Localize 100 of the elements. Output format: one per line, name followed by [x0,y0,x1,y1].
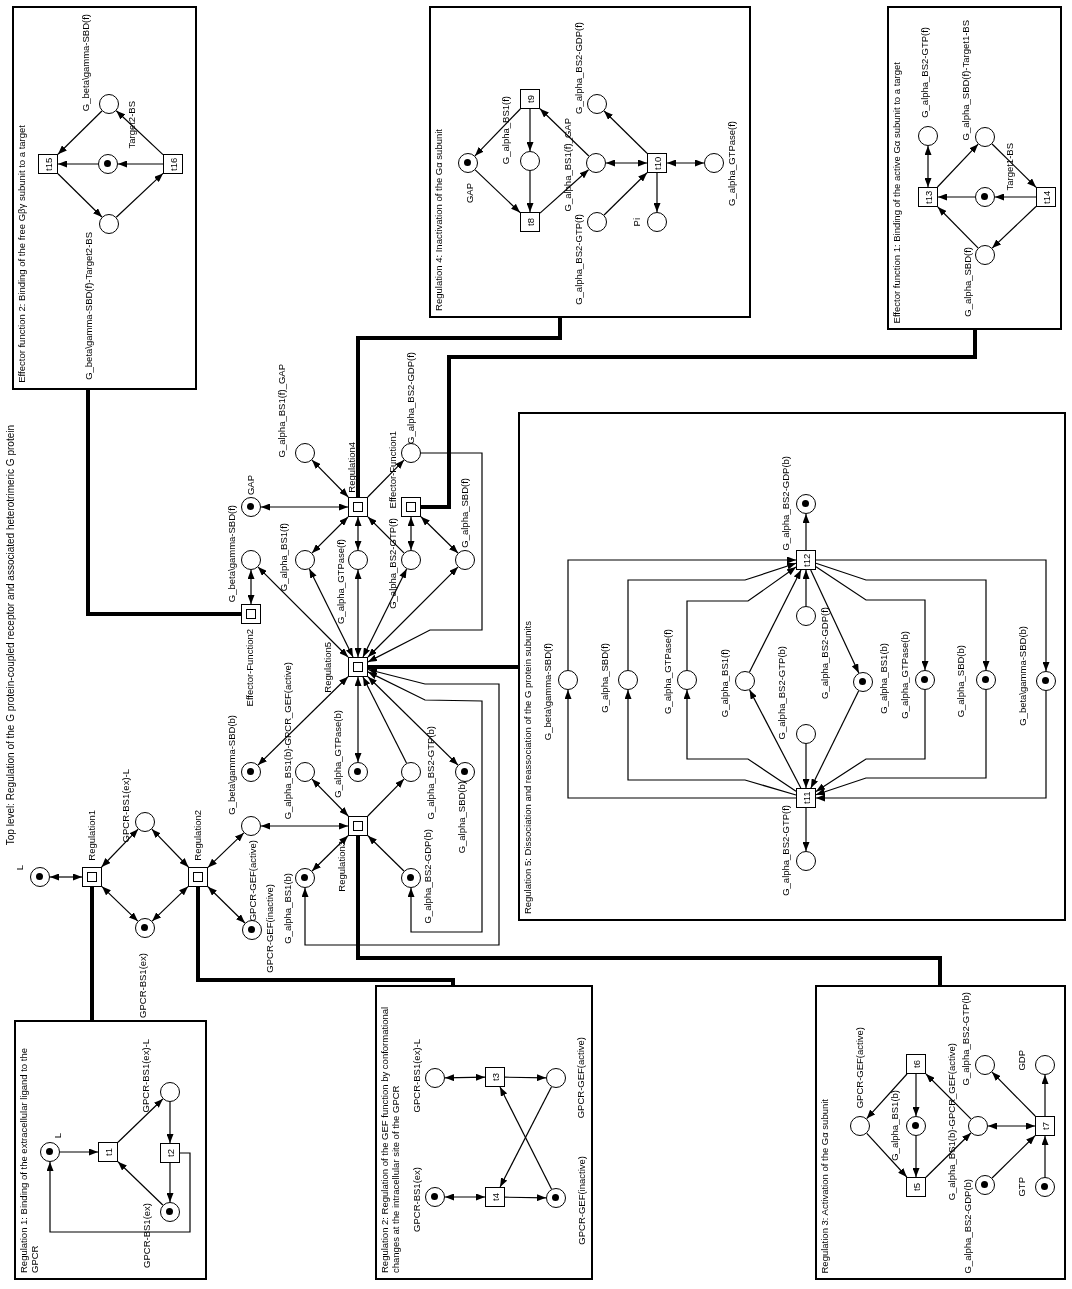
arrow [666,159,705,167]
transition-label: Regulation1 [86,809,98,861]
arrow [802,569,810,607]
place-label: G_alpha_BS2-GDP(f) [573,22,585,114]
link-line [421,330,977,509]
arrow [367,452,483,663]
transition-box: t11 [796,788,816,808]
arrow [257,566,349,658]
place-label: G_beta\gamma-SBD(b) [1017,626,1029,726]
place-label: G_alpha_GTPase(f) [335,538,347,624]
place-label: Pi [631,218,643,227]
subnet-heading: Regulation 4: Inactivation of the Gα subunit [434,129,445,311]
arrow [504,1074,547,1082]
place-label: GAP [464,183,476,204]
place-label: G_beta\gamma-SBD(b) [226,715,238,815]
arrow [367,516,405,554]
arrow [1041,1135,1049,1178]
arrow [526,108,534,152]
transition-label: Regulation2 [192,809,204,861]
arrow [912,1135,920,1178]
arrow [260,822,349,830]
place-label: G_beta\gamma-SBD(f) [226,504,238,602]
arrow [367,566,459,658]
arrow [57,173,103,218]
arrow [308,568,354,658]
arrow [815,562,990,671]
subnet-heading: Effector function 2: Binding of the free Gβγ subunit to a target [17,125,28,383]
place-label: Target1-BS [1004,143,1016,191]
arrow [444,1073,486,1082]
arrow [354,569,362,658]
arrow [57,160,99,168]
arrow [257,676,349,766]
arrow [311,516,349,554]
arrow [539,169,590,214]
place-label: GPCR-GEF(active) [854,1026,866,1108]
transition-box: t12 [796,550,816,570]
place-label: GPCR-BS1(ex)-L [120,768,132,842]
transition-box: t7 [1035,1116,1055,1136]
place-label: G_alpha_BS1(b)-GPCR_GEF(active) [282,661,294,819]
arrow [166,1101,174,1144]
arrow [166,1162,174,1203]
place-label: GAP [245,475,257,496]
arrow [866,1132,908,1178]
transition-box: t1 [98,1142,118,1162]
place-label: G_beta\gamma-SBD(f) [80,13,92,111]
place-label: L [14,864,26,870]
place-label: Target2-BS [126,101,138,149]
subnet-frame [887,6,1062,330]
diagram-title: Top level: Regulation of the G protein-coupled receptor and associated heterotrimeric G protein [5,424,17,845]
arrow [101,828,139,868]
arrow [151,828,189,868]
place-label: GPCR-BS1(ex) [137,952,149,1018]
arrow [207,832,245,868]
arrow [474,169,521,214]
place-label: G_alpha_BS1(f)_GAP [562,117,574,211]
subnet-frame [815,985,1066,1280]
transition-box: t2 [160,1143,180,1163]
place-label: G_alpha_GTPase(f) [662,628,674,714]
place-label: GPCR-GEF(active) [247,839,259,921]
place-label: GTP [1016,1177,1028,1197]
subnet-heading: Regulation 5: Dissociation and reassociation of the G protein subunits [523,620,534,914]
arrow [749,689,802,789]
arrow [937,193,976,201]
arrow [367,671,483,933]
arrow [991,143,1037,188]
arrow [46,1152,191,1233]
place-label: G_alpha_GTPase(f) [726,120,738,206]
transition-box: t5 [906,1177,926,1197]
place-label: G_alpha_GTPase(b) [332,710,344,798]
arrow [207,886,246,924]
arrow [311,459,349,498]
arrow [362,676,408,764]
arrow [991,205,1037,249]
arrow [117,1098,164,1143]
arrow [866,1073,908,1120]
arrow [367,778,405,817]
place-label: G_alpha_BS1(f) [719,649,731,718]
transition-label: Effector-Function2 [244,628,256,706]
arrow [354,676,362,763]
arrow [686,566,797,671]
subnet-heading: Regulation 2: Regulation of the GEF function by conformational changes at the intracellular site of the GPCR [380,1005,402,1273]
place-label: L [52,1132,64,1138]
place-label: G_alpha_BS2-GTP(f) [919,26,931,118]
transition-label: Regulation4 [346,441,358,493]
place-label: G_alpha_BS2-GDP(b) [962,1178,974,1274]
place-label: G_alpha_GTPase(b) [899,631,911,719]
place-label: G_alpha_SBD(f) [459,478,471,548]
arrow [815,559,1050,672]
arrow [815,689,987,796]
arrow [936,143,979,188]
arrow [444,1193,486,1201]
arrow [994,193,1037,201]
place-label: G_alpha_BS2-GDP(b) [780,455,792,551]
place-label: G_alpha_BS1(b) [878,642,890,714]
arrow [1041,1074,1049,1117]
arrow [653,172,661,213]
place-label: G_alpha_BS2-GTP(b) [425,725,437,819]
transition-box: t8 [520,212,540,232]
arrow [603,110,648,154]
arrow [117,160,164,168]
